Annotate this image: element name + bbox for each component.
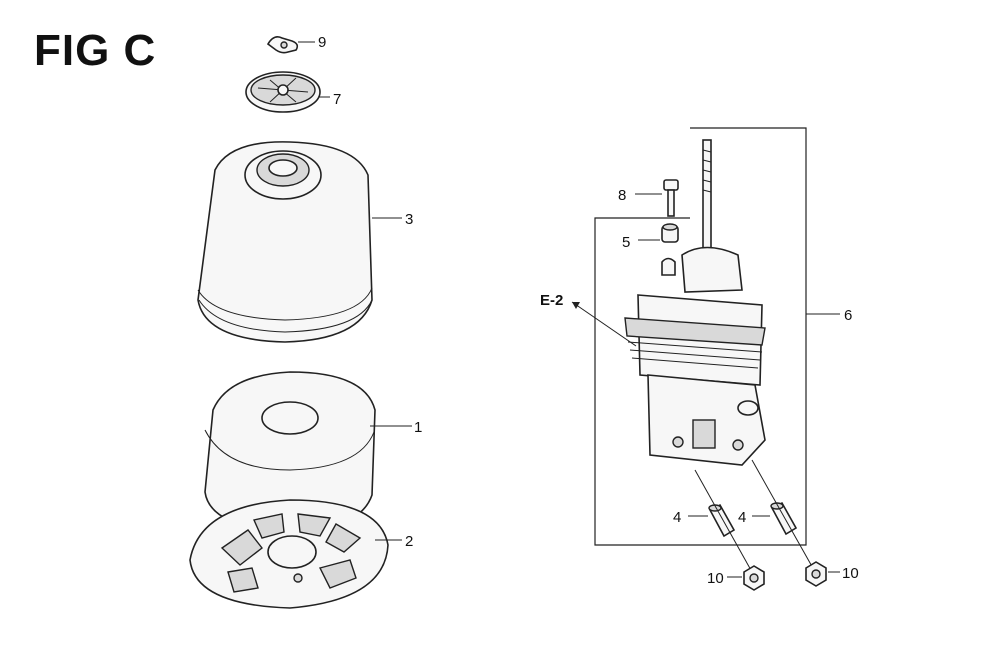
part-4-dowel-pin-left [708,503,736,538]
leader-e2 [571,301,637,347]
callout-10b: 10 [842,565,859,582]
part-2-filter-base [189,499,389,609]
assembly-frame [594,127,807,546]
arrow-e2-icon [572,302,580,309]
part-3-air-cleaner-cover [197,141,373,343]
callout-7: 7 [333,91,341,108]
part-10-nut-right [805,561,827,587]
part-8-bolt [663,179,679,217]
part-10-nut-left [743,565,765,591]
callout-e2: E-2 [540,292,563,309]
callout-4b: 4 [738,509,746,526]
alignment-line-right [751,459,815,571]
figure-title: FIG C [34,26,157,75]
callout-3: 3 [405,211,413,228]
part-7-cover-disc [245,71,321,113]
callout-4a: 4 [673,509,681,526]
part-stud [702,139,712,251]
part-4-dowel-pin-right [770,501,798,536]
callout-2: 2 [405,533,413,550]
callout-8: 8 [618,187,626,204]
part-5-collar [661,223,679,243]
callout-10a: 10 [707,570,724,587]
callout-9: 9 [318,34,326,51]
part-1-filter-element [204,371,376,533]
part-9-wing-nut [266,36,299,54]
alignment-line-left [694,469,753,573]
part-6-elbow-body [624,246,766,466]
callout-5: 5 [622,234,630,251]
callout-6: 6 [844,307,852,324]
callout-1: 1 [414,419,422,436]
